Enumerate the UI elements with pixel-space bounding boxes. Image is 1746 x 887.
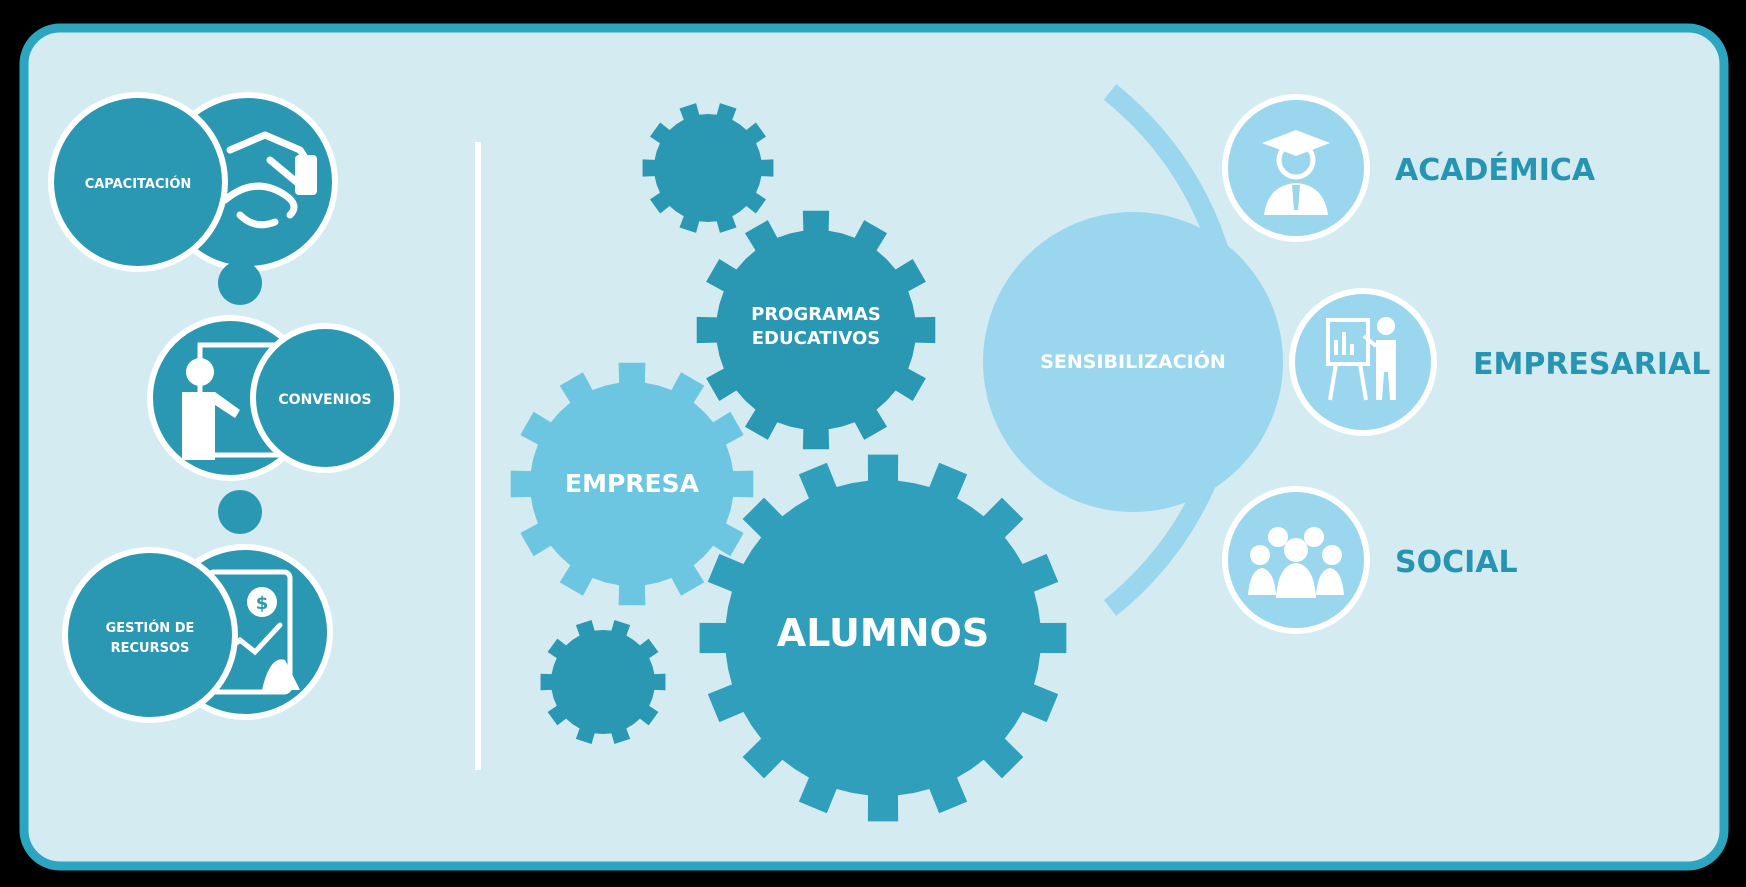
academica-label: ACADÉMICA [1395,152,1596,188]
gestion-label-line1: GESTIÓN DE [106,620,195,636]
group-icon [1248,527,1344,598]
sensibilizacion-circle [983,212,1283,512]
gestion-group: $ GESTIÓN DE RECURSOS [62,544,333,723]
connector-dot-2 [218,490,262,534]
academica-node: ACADÉMICA [1222,94,1596,242]
small-gear-bottom [540,620,666,744]
connector-dot-1 [218,261,262,305]
programas-label-line2: EDUCATIVOS [752,328,880,349]
social-node: SOCIAL [1222,486,1518,634]
presentation-icon [1326,317,1396,401]
empresa-label: EMPRESA [565,469,700,498]
programas-gear [696,210,936,450]
convenios-label: CONVENIOS [278,392,371,408]
sensibilizacion-label: SENSIBILIZACIÓN [1040,349,1226,373]
capacitacion-group: CAPACITACIÓN [48,92,338,272]
svg-text:$: $ [256,593,269,614]
academica-circle [1222,94,1370,242]
empresarial-node: EMPRESARIAL [1289,288,1710,436]
gestion-circle [62,547,238,723]
social-label: SOCIAL [1395,545,1518,580]
gestion-label-line2: RECURSOS [111,641,190,656]
empresarial-label: EMPRESARIAL [1473,347,1710,382]
alumnos-label: ALUMNOS [777,611,989,655]
programas-label-line1: PROGRAMAS [751,304,881,325]
small-gear-top [642,103,774,233]
gears-layer [510,103,1067,822]
convenios-circle [250,323,400,473]
capacitacion-circle [48,92,228,272]
capacitacion-label: CAPACITACIÓN [85,176,192,192]
convenios-group: CONVENIOS [147,315,400,481]
alumnos-gear [699,454,1067,822]
handshake-icon [221,131,317,229]
left-column: CAPACITACIÓN CONVENIOS $ [48,92,400,723]
graduate-icon [1262,130,1330,215]
empresa-gear [510,362,754,606]
